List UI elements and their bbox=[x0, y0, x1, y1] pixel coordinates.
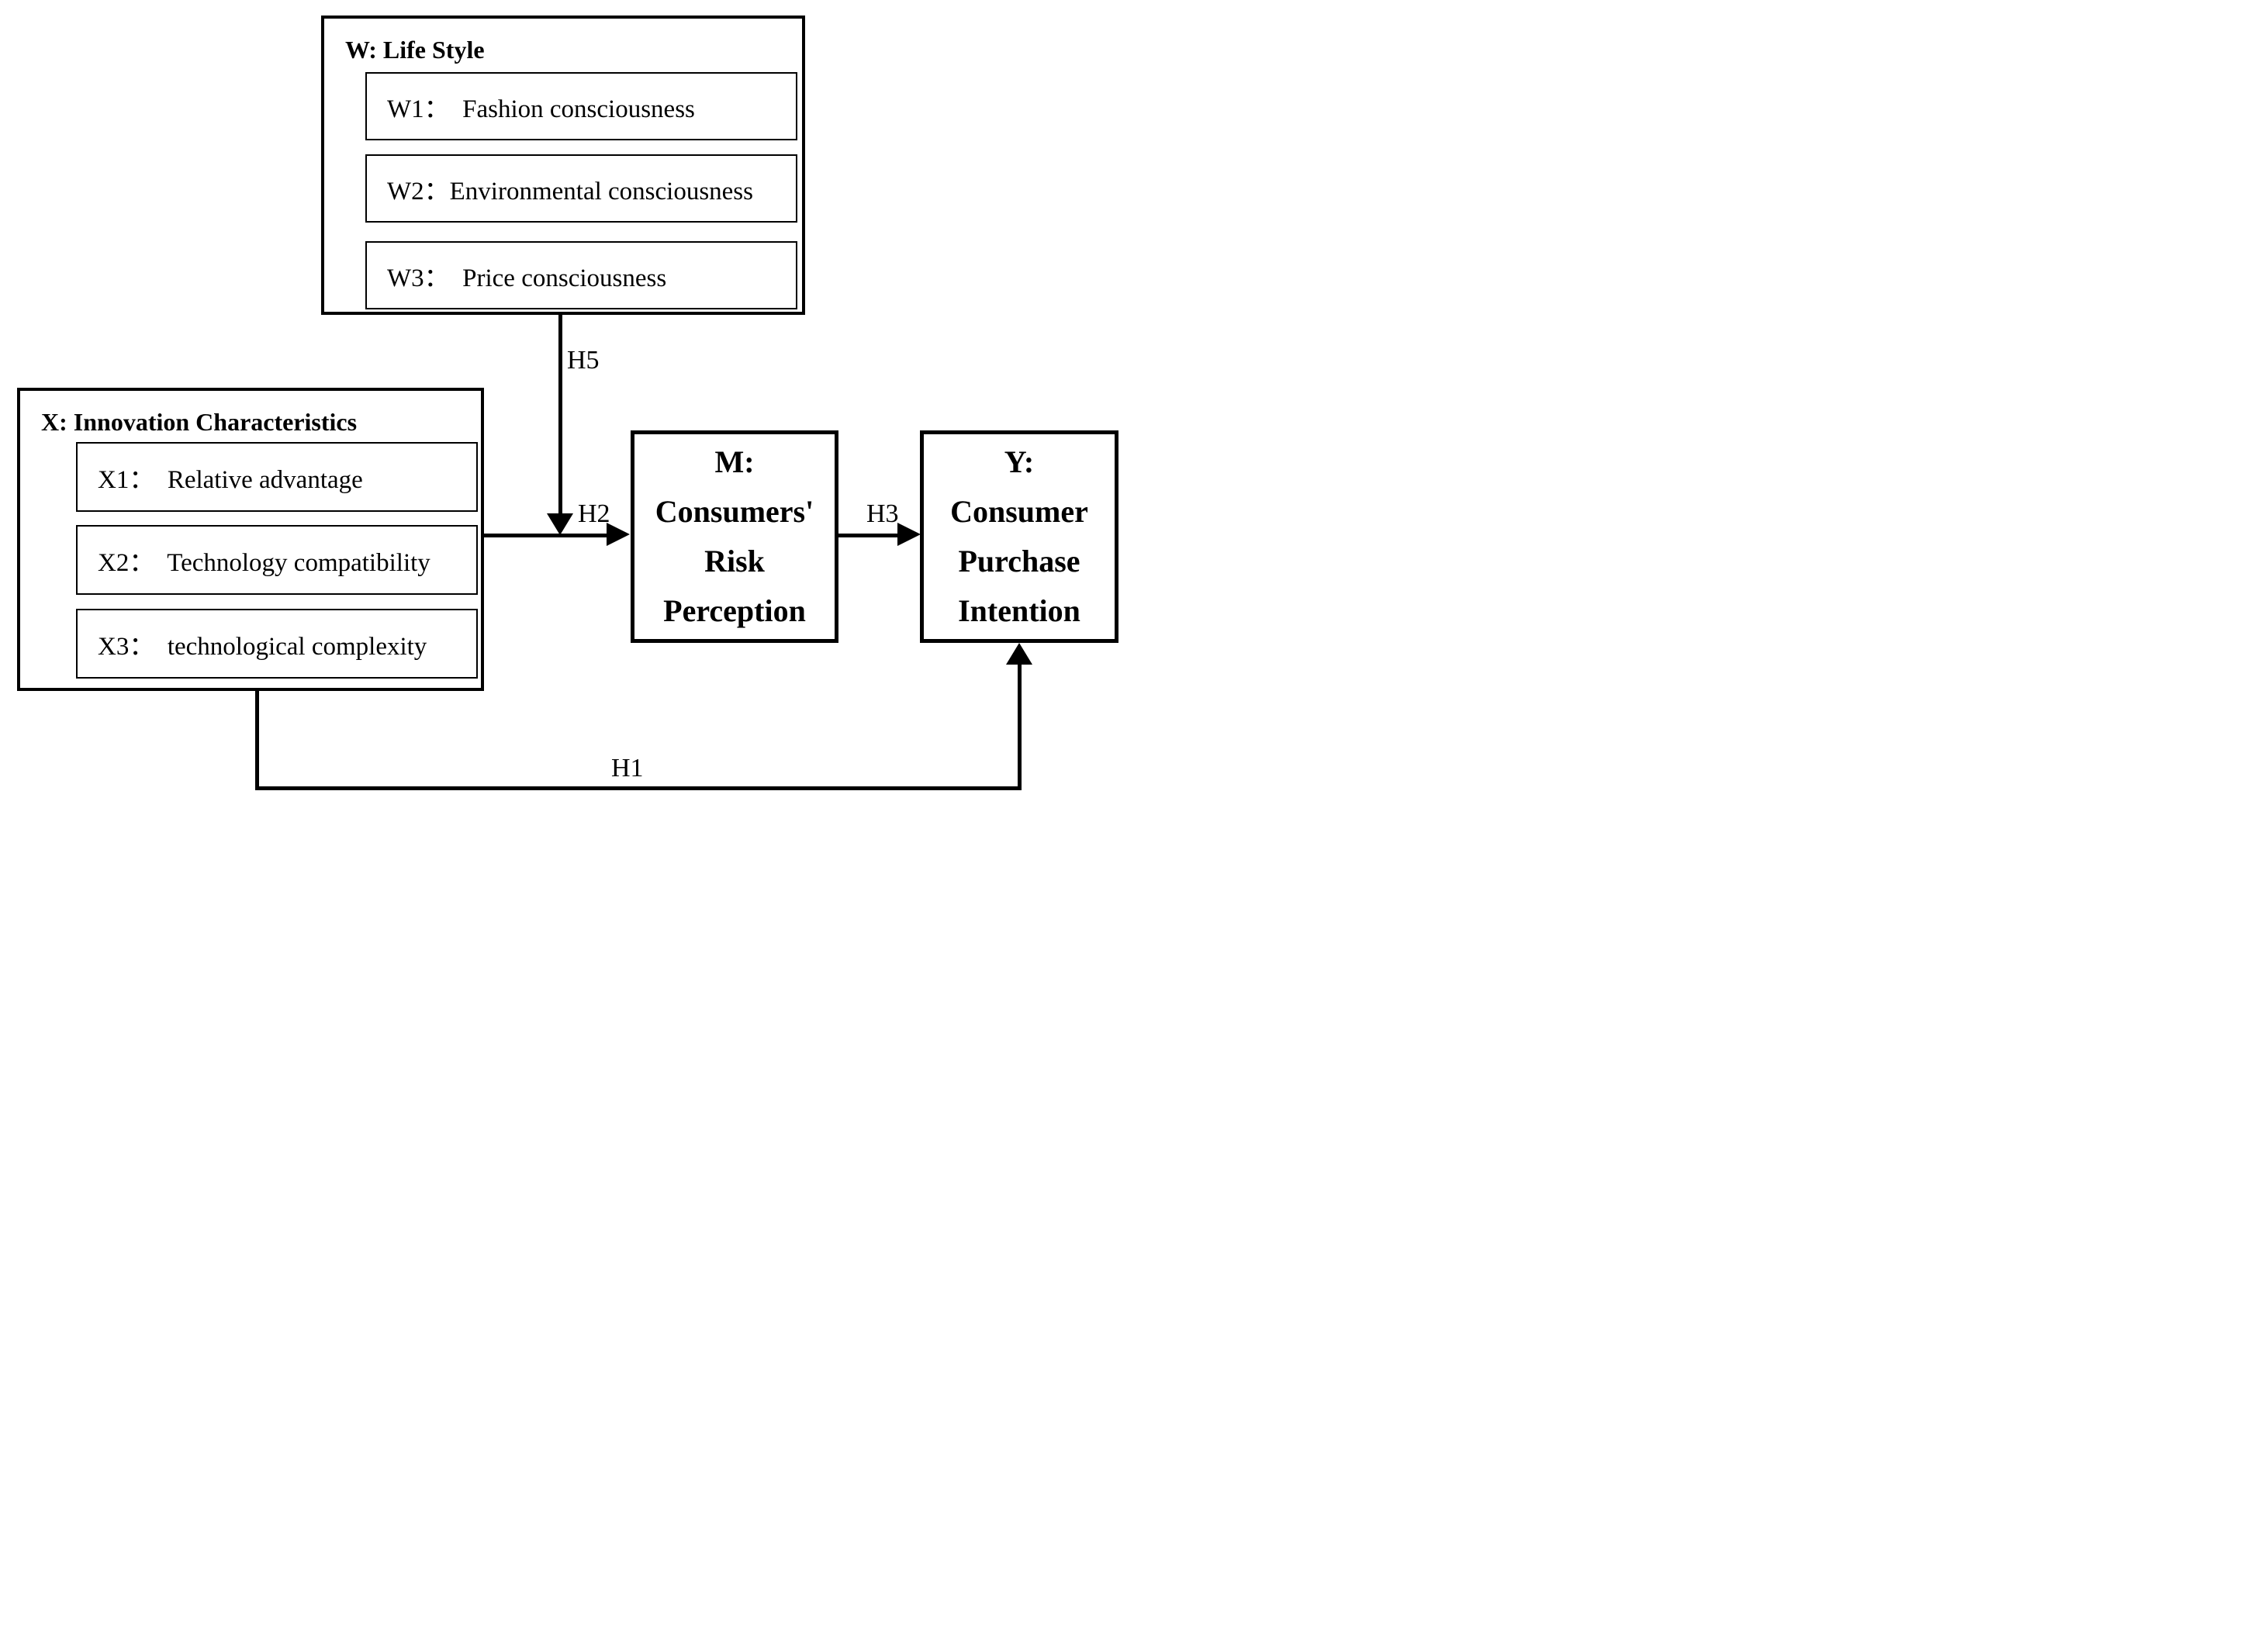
innovation-item-x3: X3： technological complexity bbox=[76, 609, 478, 679]
innovation-item-x1: X1： Relative advantage bbox=[76, 442, 478, 512]
h3-arrow-label: H3 bbox=[866, 499, 899, 528]
h5-arrow-line bbox=[558, 315, 562, 515]
lifestyle-group-box: W: Life Style W1： Fashion consciousness … bbox=[321, 16, 805, 315]
h1-arrow-label: H1 bbox=[611, 754, 644, 782]
purchase-intention-line-3: Purchase bbox=[958, 544, 1080, 579]
lifestyle-item-w2: W2：Environmental consciousness bbox=[365, 154, 797, 223]
lifestyle-item-w2-label: W2：Environmental consciousness bbox=[387, 178, 753, 206]
risk-perception-line-3: Risk bbox=[704, 544, 765, 579]
lifestyle-item-w3-label: W3： Price consciousness bbox=[387, 264, 667, 292]
innovation-item-x1-label: X1： Relative advantage bbox=[98, 466, 363, 494]
risk-perception-line-2: Consumers' bbox=[655, 494, 814, 529]
h1-arrow-line-horizontal bbox=[255, 786, 1022, 790]
lifestyle-item-w3: W3： Price consciousness bbox=[365, 241, 797, 309]
purchase-intention-line-2: Consumer bbox=[950, 494, 1088, 529]
lifestyle-group-title: W: Life Style bbox=[345, 36, 485, 64]
risk-perception-line-4: Perception bbox=[663, 593, 806, 628]
innovation-item-x2: X2： Technology compatibility bbox=[76, 525, 478, 595]
innovation-item-x2-label: X2： Technology compatibility bbox=[98, 549, 430, 577]
h2-arrow-label: H2 bbox=[578, 499, 610, 528]
innovation-group-title: X: Innovation Characteristics bbox=[41, 408, 358, 436]
risk-perception-node: M: Consumers' Risk Perception bbox=[631, 430, 838, 643]
h1-arrow-line-ascend bbox=[1018, 663, 1022, 790]
lifestyle-item-w1: W1： Fashion consciousness bbox=[365, 72, 797, 140]
h1-arrowhead-icon bbox=[1006, 643, 1032, 665]
h2-arrow-line bbox=[484, 534, 608, 537]
innovation-group-box: X: Innovation Characteristics X1： Relati… bbox=[17, 388, 484, 691]
research-model-diagram: W: Life Style W1： Fashion consciousness … bbox=[0, 0, 1134, 814]
purchase-intention-node: Y: Consumer Purchase Intention bbox=[920, 430, 1118, 643]
h2-arrowhead-icon bbox=[607, 523, 630, 546]
purchase-intention-line-4: Intention bbox=[958, 593, 1080, 628]
h5-arrowhead-icon bbox=[547, 513, 573, 535]
lifestyle-item-w1-label: W1： Fashion consciousness bbox=[387, 95, 695, 123]
purchase-intention-line-1: Y: bbox=[1004, 444, 1035, 479]
risk-perception-line-1: M: bbox=[714, 444, 755, 479]
innovation-item-x3-label: X3： technological complexity bbox=[98, 633, 427, 661]
h1-arrow-line-descend bbox=[255, 691, 259, 790]
h3-arrowhead-icon bbox=[897, 523, 921, 546]
h5-arrow-label: H5 bbox=[567, 346, 600, 375]
h3-arrow-line bbox=[838, 534, 899, 537]
